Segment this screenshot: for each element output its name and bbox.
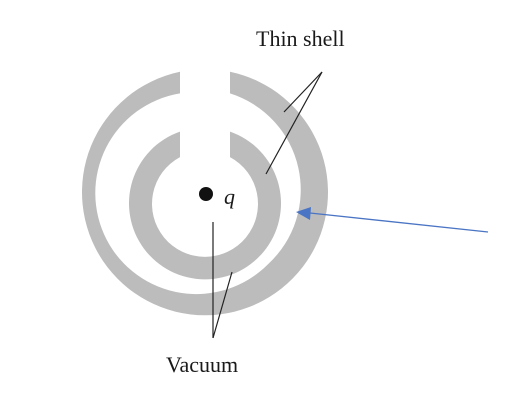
vacuum-leader-outer — [212, 271, 233, 339]
pointer-arrow-shaft — [309, 212, 489, 233]
thin-shell-label: Thin shell — [256, 26, 345, 51]
arrow-left-icon — [296, 207, 311, 220]
charge-dot — [199, 187, 213, 201]
thin-shell-leader-outer — [283, 71, 323, 113]
charge-label: q — [224, 184, 235, 209]
thin-shell-leader-inner — [265, 71, 323, 175]
vacuum-label: Vacuum — [166, 352, 238, 377]
thin-shell — [81, 71, 329, 316]
